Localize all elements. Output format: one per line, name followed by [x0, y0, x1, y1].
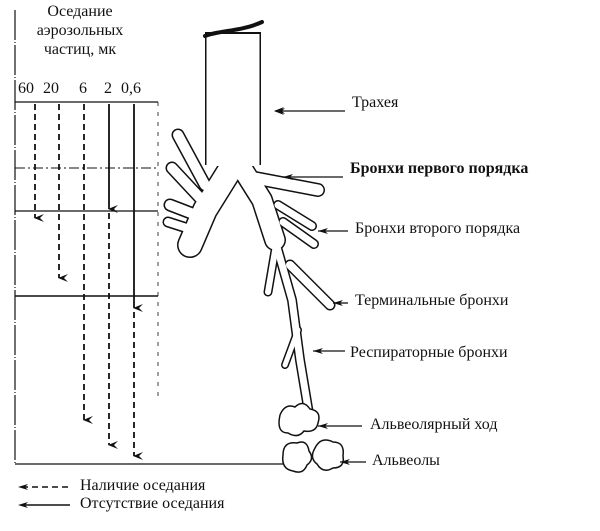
header-line3: частиц, мк [43, 41, 117, 58]
legend-dashed-label: Наличие оседания [80, 477, 206, 494]
header: Оседание аэрозольных частиц, мк [20, 2, 140, 59]
size-60: 60 [18, 80, 34, 97]
size-2: 2 [104, 80, 112, 97]
size-6: 6 [79, 80, 87, 97]
header-line2: аэрозольных [36, 22, 124, 39]
label-terminal-bronchi: Терминальные бронхи [355, 292, 509, 309]
alveoli-cluster [278, 402, 345, 473]
airway-tree [162, 20, 336, 425]
label-alveolar-duct: Альвеолярный ход [370, 416, 498, 433]
label-trachea: Трахея [352, 94, 399, 111]
label-bronchi-first-order: Бронхи первого порядка [350, 160, 529, 177]
deposition-grid [14, 10, 300, 465]
size-20: 20 [43, 80, 59, 97]
legend-symbols [22, 486, 70, 506]
label-arrows [274, 107, 366, 463]
label-alveoli: Альвеолы [372, 452, 440, 469]
size-0-6: 0,6 [121, 80, 141, 97]
label-bronchi-second-order: Бронхи второго порядка [355, 220, 521, 237]
label-respiratory-bronchi: Респираторные бронхи [350, 344, 508, 361]
legend-solid-label: Отсутствие оседания [80, 495, 225, 512]
deposition-arrows [34, 104, 143, 460]
header-line1: Оседание [47, 3, 113, 20]
